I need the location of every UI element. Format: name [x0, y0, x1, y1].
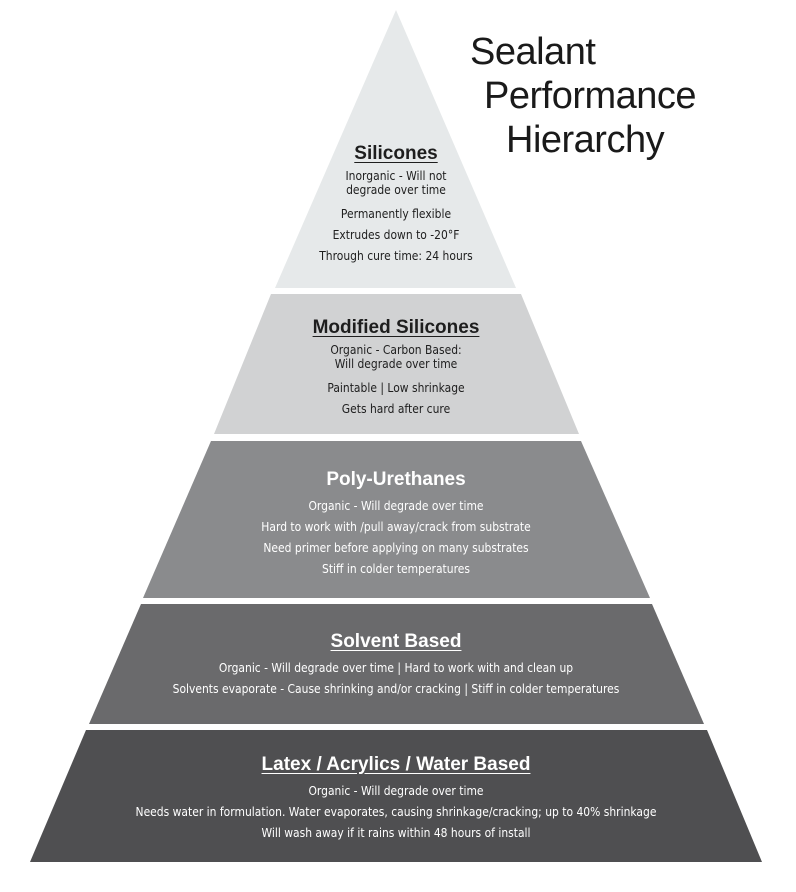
title-line-2: Performance	[484, 75, 697, 117]
tier-line: Gets hard after cure	[341, 401, 451, 416]
tier-line: Paintable | Low shrinkage	[327, 380, 465, 395]
tier-poly-urethanes-shape	[143, 441, 650, 598]
tier-line: Stiff in colder temperatures	[321, 561, 470, 576]
tier-line: degrade over time	[346, 182, 446, 197]
tier-latex: Latex / Acrylics / Water Based Organic -…	[56, 754, 736, 843]
tier-heading: Silicones	[354, 143, 438, 164]
tier-line: Inorganic - Will not	[345, 168, 447, 183]
tier-latex-shape	[30, 730, 762, 862]
diagram-title: Sealant Performance Hierarchy	[440, 30, 770, 162]
title-line-1: Sealant	[470, 31, 596, 73]
tier-line: Hard to work with /pull away/crack from …	[261, 519, 531, 534]
tier-line: Solvents evaporate - Cause shrinking and…	[172, 681, 620, 696]
tier-line: Permanently flexible	[340, 206, 452, 221]
tier-line: Extrudes down to -20°F	[332, 227, 460, 242]
tier-line: Organic - Carbon Based:	[330, 342, 462, 357]
tier-line: Need primer before applying on many subs…	[263, 540, 529, 555]
tier-heading: Solvent Based	[330, 631, 462, 652]
tier-poly-urethanes: Poly-Urethanes Organic - Will degrade ov…	[171, 469, 621, 579]
tier-line: Through cure time: 24 hours	[319, 248, 473, 263]
tier-modified-silicones-shape	[214, 294, 579, 434]
tier-solvent-based: Solvent Based Organic - Will degrade ove…	[106, 631, 686, 699]
tier-line: Organic - Will degrade over time	[308, 783, 484, 798]
tier-line: Organic - Will degrade over time | Hard …	[218, 660, 574, 675]
tier-heading: Modified Silicones	[312, 317, 480, 338]
tier-modified-silicones: Modified Silicones Organic - Carbon Base…	[246, 317, 546, 419]
title-line-3: Hierarchy	[506, 119, 665, 161]
tier-line: Needs water in formulation. Water evapor…	[135, 804, 657, 819]
tier-silicones-shape	[275, 10, 516, 288]
tier-heading: Latex / Acrylics / Water Based	[261, 754, 531, 775]
tier-line: Organic - Will degrade over time	[308, 498, 484, 513]
tier-line: Will wash away if it rains within 48 hou…	[261, 825, 531, 840]
tier-silicones: Silicones Inorganic - Will not degrade o…	[246, 143, 546, 266]
tier-heading: Poly-Urethanes	[326, 469, 466, 490]
tier-line: Will degrade over time	[334, 356, 458, 371]
tier-solvent-based-shape	[89, 604, 704, 724]
